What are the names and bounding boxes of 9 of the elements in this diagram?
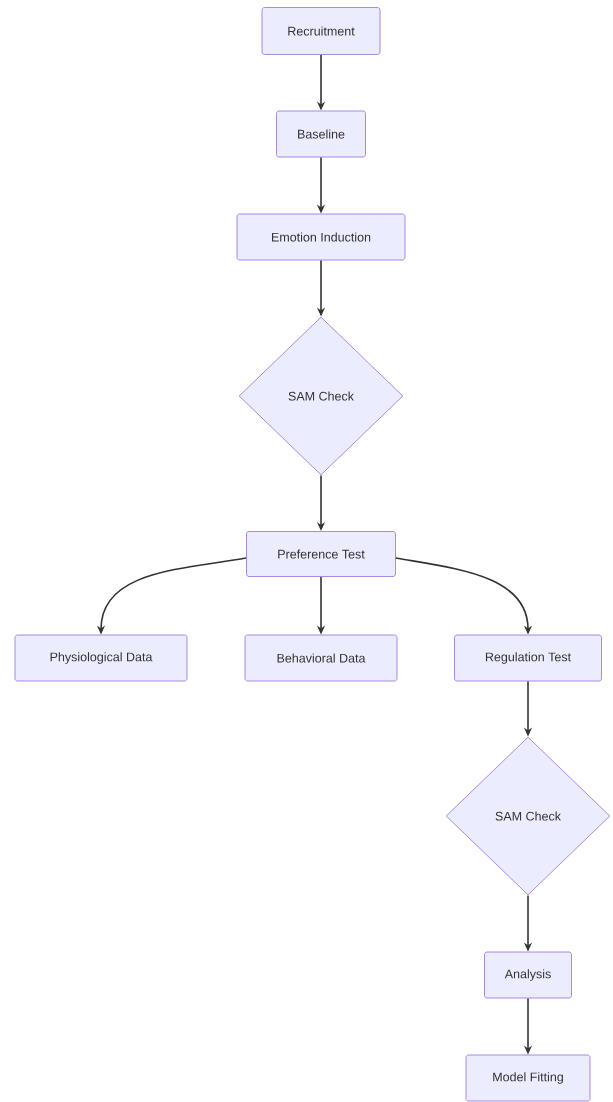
process-box: Model Fitting [465,1054,591,1102]
process-box: Preference Test [246,531,396,577]
process-box: Physiological Data [14,634,188,682]
process-box: Behavioral Data [244,634,398,682]
process-box: Regulation Test [454,634,602,682]
process-box: Baseline [276,110,366,158]
process-box: Analysis [484,951,572,999]
process-box: Emotion Induction [236,213,406,261]
process-box: Recruitment [261,7,381,55]
